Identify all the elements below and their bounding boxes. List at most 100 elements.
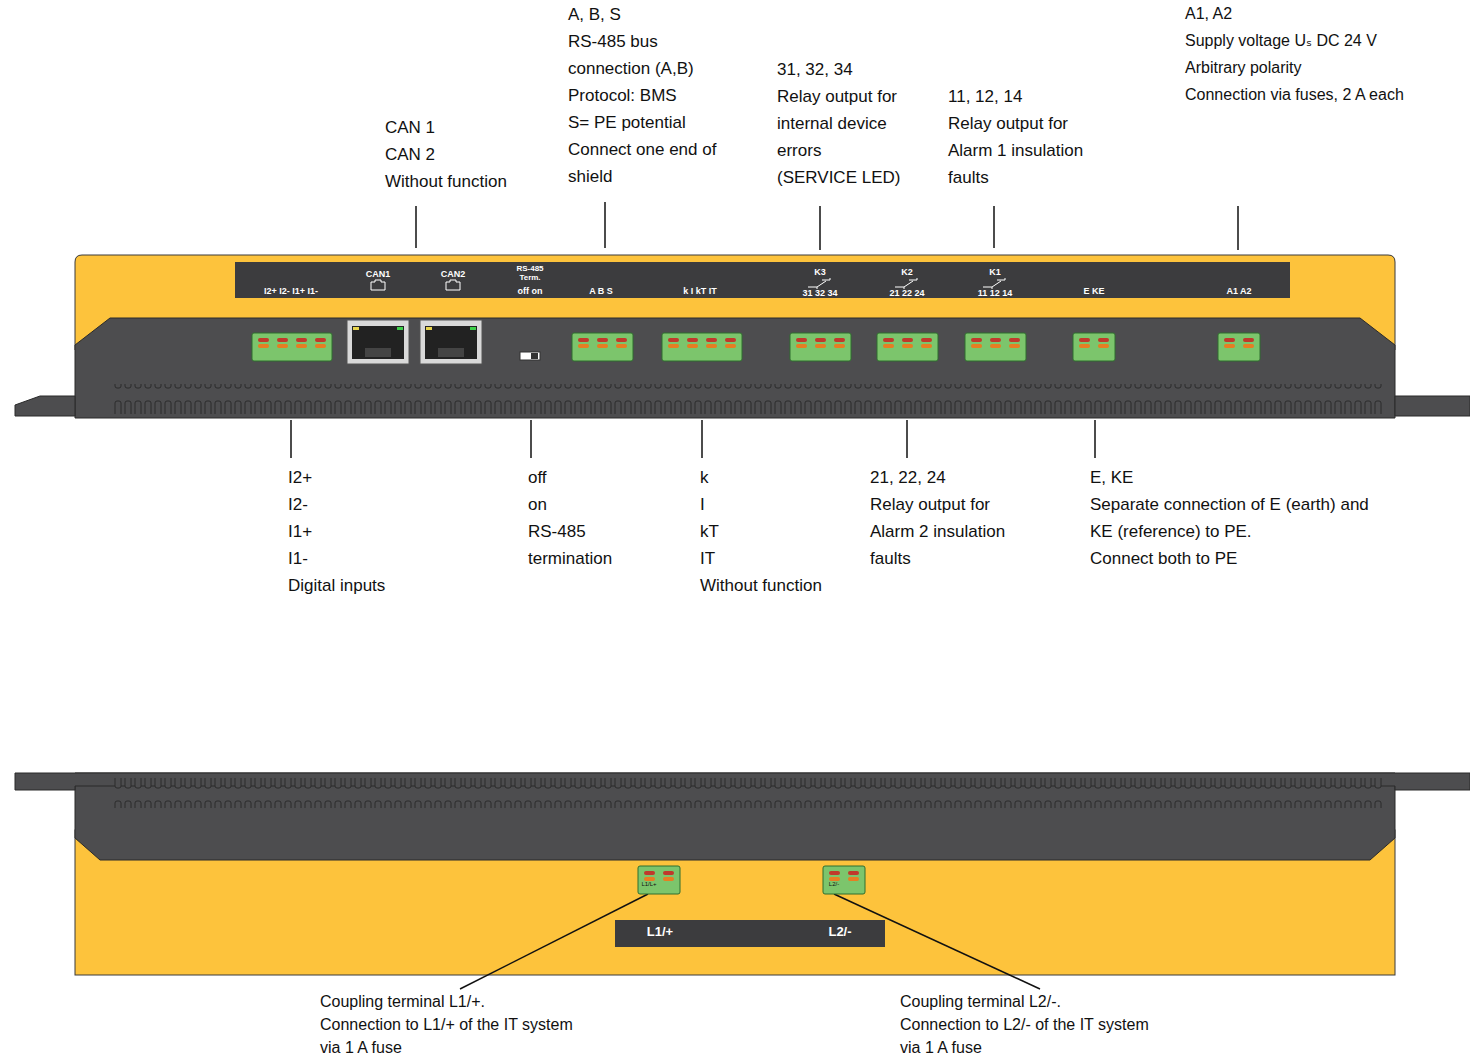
- callout-text: Connect both to PE: [1090, 549, 1237, 569]
- terminal-block: [965, 333, 1026, 361]
- callout-text: connection (A,B): [568, 59, 694, 79]
- dip-switch: [531, 353, 538, 359]
- callout-text: internal device: [777, 114, 887, 134]
- callout-text: I2-: [288, 495, 308, 515]
- callout-text: A, B, S: [568, 5, 621, 25]
- callout-text: KE (reference) to PE.: [1090, 522, 1252, 542]
- vent-slots: [113, 384, 1383, 414]
- panel-marking: Term.: [519, 273, 540, 282]
- callout-text: Connect one end of: [568, 140, 716, 160]
- callout-text: CAN 2: [385, 145, 435, 165]
- socket-icon: [446, 280, 460, 290]
- callout-text: I: [700, 495, 705, 515]
- mounting-flange: [1395, 396, 1470, 416]
- panel-marking: I2+ I2- I1+ I1-: [264, 286, 318, 296]
- panel-marking: K1: [989, 267, 1001, 277]
- callout-text: L1/L+: [641, 881, 656, 888]
- callout-text: Supply voltage Uₛ DC 24 V: [1185, 32, 1377, 50]
- panel-marking: E KE: [1083, 286, 1104, 296]
- callout-text: I1+: [288, 522, 312, 542]
- terminal-block: [572, 333, 633, 361]
- callout-text: Without function: [385, 172, 507, 192]
- callout-text: Coupling terminal L1/+.: [320, 993, 485, 1011]
- panel-marking: CAN1: [366, 269, 391, 279]
- callout-text: Alarm 2 insulation: [870, 522, 1005, 542]
- leader-lines: [291, 202, 1238, 989]
- panel-marking: L2/-: [828, 925, 851, 940]
- panel-marking: A B S: [589, 286, 613, 296]
- callout-text: L2/-: [829, 881, 839, 888]
- vent-slots: [113, 778, 1383, 808]
- terminal-block: [790, 333, 851, 361]
- callout-text: termination: [528, 549, 612, 569]
- label-strip: [235, 262, 1290, 298]
- relay-symbol: [895, 278, 917, 289]
- callout-text: Relay output for: [948, 114, 1068, 134]
- terminal-block: [1073, 333, 1115, 361]
- housing-body: [75, 318, 1395, 418]
- callout-text: Connection via fuses, 2 A each: [1185, 86, 1404, 104]
- callout-text: IT: [700, 549, 715, 569]
- panel-marking: 31 32 34: [802, 288, 837, 298]
- callout-text: RS-485 bus: [568, 32, 658, 52]
- terminal-block: [823, 866, 865, 894]
- callout-text: RS-485: [528, 522, 586, 542]
- callout-text: 21, 22, 24: [870, 468, 946, 488]
- callout-text: Without function: [700, 576, 822, 596]
- callout-text: I1-: [288, 549, 308, 569]
- callout-text: S= PE potential: [568, 113, 686, 133]
- panel-marking: 21 22 24: [889, 288, 924, 298]
- mounting-flange: [15, 396, 75, 416]
- callout-text: (SERVICE LED): [777, 168, 900, 188]
- panel-marking: CAN2: [441, 269, 466, 279]
- callout-text: CAN 1: [385, 118, 435, 138]
- panel-marking: off on: [518, 286, 543, 296]
- callout-text: via 1 A fuse: [900, 1039, 982, 1057]
- callout-text: Relay output for: [777, 87, 897, 107]
- callout-text: off: [528, 468, 547, 488]
- terminal-block: [638, 866, 680, 894]
- panel-marking: A1 A2: [1226, 286, 1251, 296]
- terminal-block: [252, 333, 332, 361]
- callout-text: Separate connection of E (earth) and: [1090, 495, 1369, 515]
- label-strip: [615, 920, 885, 947]
- relay-symbol: [808, 278, 830, 289]
- panel-marking: k I kT IT: [683, 286, 717, 296]
- panel-marking: K2: [901, 267, 913, 277]
- terminal-block: [1218, 333, 1260, 361]
- callout-text: Relay output for: [870, 495, 990, 515]
- callout-text: Digital inputs: [288, 576, 385, 596]
- terminal-block: [662, 333, 742, 361]
- callout-text: errors: [777, 141, 821, 161]
- callout-text: shield: [568, 167, 612, 187]
- callout-text: Connection to L1/+ of the IT system: [320, 1016, 573, 1034]
- callout-text: Protocol: BMS: [568, 86, 677, 106]
- callout-text: A1, A2: [1185, 5, 1232, 23]
- callout-text: Alarm 1 insulation: [948, 141, 1083, 161]
- callout-text: Coupling terminal L2/-.: [900, 993, 1061, 1011]
- housing-body: [75, 773, 1395, 860]
- callout-text: 31, 32, 34: [777, 60, 853, 80]
- socket-icon: [371, 280, 385, 290]
- callout-text: kT: [700, 522, 719, 542]
- panel-marking: RS-485: [516, 264, 543, 273]
- callout-text: via 1 A fuse: [320, 1039, 402, 1057]
- panel-marking: K3: [814, 267, 826, 277]
- callout-text: Connection to L2/- of the IT system: [900, 1016, 1149, 1034]
- callout-text: on: [528, 495, 547, 515]
- callout-text: faults: [870, 549, 911, 569]
- terminal-block: [877, 333, 938, 361]
- dip-switch: [520, 352, 540, 360]
- rj45-socket: [420, 320, 482, 364]
- panel-marking: L1/+: [647, 925, 673, 940]
- callout-text: Arbitrary polarity: [1185, 59, 1301, 77]
- callout-text: faults: [948, 168, 989, 188]
- relay-symbol: [983, 278, 1005, 289]
- callout-text: E, KE: [1090, 468, 1133, 488]
- rj45-socket: [347, 320, 409, 364]
- callout-text: k: [700, 468, 709, 488]
- callout-text: 11, 12, 14: [948, 87, 1022, 107]
- callout-text: I2+: [288, 468, 312, 488]
- panel-marking: 11 12 14: [978, 288, 1013, 298]
